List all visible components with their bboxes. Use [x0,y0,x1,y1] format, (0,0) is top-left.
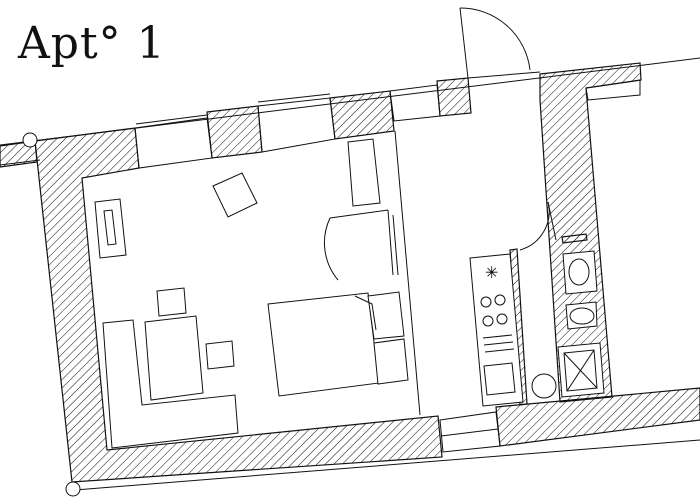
bed [267,292,380,397]
doors [323,7,557,416]
wall-top-3 [436,77,472,117]
chair-1 [156,287,187,317]
pillow-2 [373,338,409,385]
boiler [531,373,557,399]
wall-right [539,62,642,403]
fridge-icon: ✳ [485,263,498,282]
grid-marker-top [22,132,38,148]
plan-title: Apt° 1 [18,18,166,69]
shelf [347,138,381,207]
sink [483,362,516,396]
grid-marker-bottom [65,481,81,497]
washbasin [562,250,598,295]
monitor [103,209,117,246]
pillow-1 [367,291,405,340]
stove [480,294,508,327]
chair-2 [205,340,235,370]
armchair [212,172,258,218]
bathroom [557,250,605,398]
kitchen: ✳ [469,253,557,407]
wall-top-1 [206,105,263,159]
wall-bath-top [561,233,588,244]
windows [134,79,641,453]
sofa [102,319,239,449]
furniture [94,138,409,449]
toilet [565,301,598,330]
table [144,315,204,401]
wall-top-2 [329,90,395,140]
